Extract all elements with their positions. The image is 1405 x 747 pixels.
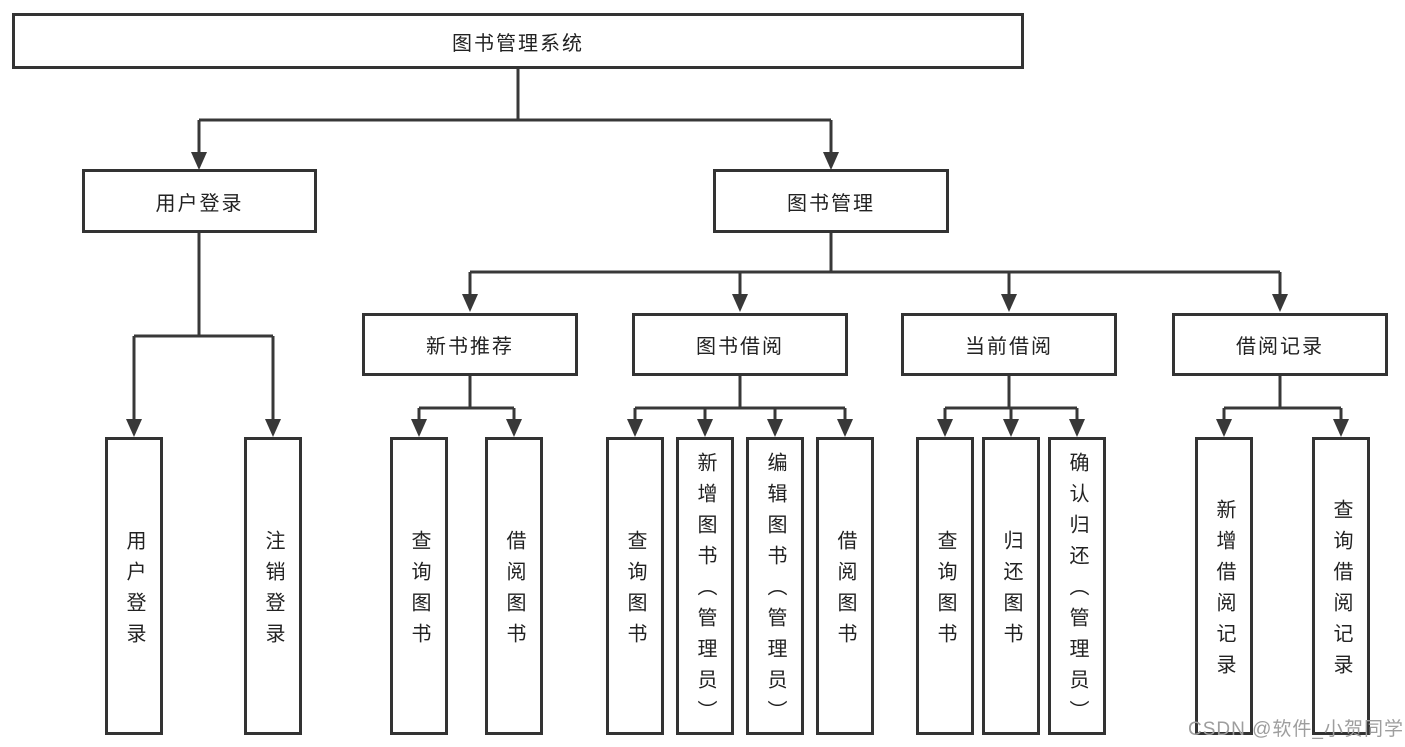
arrow-down-icon <box>1069 419 1085 437</box>
leaf-label: 查询借阅记录 <box>1330 498 1352 685</box>
arrow-down-icon <box>1003 419 1019 437</box>
node-book-management: 图书管理 <box>713 169 949 233</box>
node-borrow-record: 借阅记录 <box>1172 313 1388 376</box>
leaf-user-login: 用户登录 <box>105 437 163 735</box>
node-new-book-recommend: 新书推荐 <box>362 313 578 376</box>
leaf-record-add-record: 新增借阅记录 <box>1195 437 1253 735</box>
connector-path <box>132 69 1343 420</box>
node-root: 图书管理系统 <box>12 13 1024 69</box>
arrow-down-icon <box>462 294 478 312</box>
node-current-borrow: 当前借阅 <box>901 313 1117 376</box>
leaf-label: 注销登录 <box>262 529 284 654</box>
leaf-newbook-borrow-book: 借阅图书 <box>485 437 543 735</box>
arrow-down-icon <box>937 419 953 437</box>
leaf-label: 查询图书 <box>408 529 430 654</box>
leaf-label: 用户登录 <box>123 529 145 654</box>
arrow-down-icon <box>1333 419 1349 437</box>
arrow-down-icon <box>506 419 522 437</box>
arrow-down-icon <box>411 419 427 437</box>
arrow-down-icon <box>697 419 713 437</box>
leaf-label: 借阅图书 <box>503 529 525 654</box>
arrow-down-icon <box>767 419 783 437</box>
arrow-down-icon <box>732 294 748 312</box>
leaf-label: 归还图书 <box>1000 529 1022 654</box>
leaf-label: 查询图书 <box>934 529 956 654</box>
arrow-down-icon <box>823 152 839 170</box>
node-user-login: 用户登录 <box>82 169 317 233</box>
leaf-borrow-edit-book-admin: 编辑图书（管理员） <box>746 437 804 735</box>
arrow-down-icon <box>627 419 643 437</box>
leaf-label: 查询图书 <box>624 529 646 654</box>
leaf-current-confirm-return-admin: 确认归还（管理员） <box>1048 437 1106 735</box>
arrow-down-icon <box>191 152 207 170</box>
leaf-current-query-book: 查询图书 <box>916 437 974 735</box>
arrow-down-icon <box>265 419 281 437</box>
leaf-label: 编辑图书（管理员） <box>764 452 786 731</box>
leaf-label: 借阅图书 <box>834 529 856 654</box>
leaf-borrow-query-book: 查询图书 <box>606 437 664 735</box>
leaf-label: 确认归还（管理员） <box>1066 452 1088 731</box>
leaf-newbook-query-book: 查询图书 <box>390 437 448 735</box>
leaf-borrow-add-book-admin: 新增图书（管理员） <box>676 437 734 735</box>
arrow-down-icon <box>1216 419 1232 437</box>
node-book-borrow: 图书借阅 <box>632 313 848 376</box>
leaf-record-query-record: 查询借阅记录 <box>1312 437 1370 735</box>
arrow-down-icon <box>837 419 853 437</box>
leaf-label: 新增图书（管理员） <box>694 452 716 731</box>
leaf-logout: 注销登录 <box>244 437 302 735</box>
arrow-down-icon <box>126 419 142 437</box>
leaf-label: 新增借阅记录 <box>1213 498 1235 685</box>
arrow-down-icon <box>1272 294 1288 312</box>
csdn-watermark: CSDN @软件_小贺同学 <box>1188 719 1404 740</box>
leaf-borrow-borrow-book: 借阅图书 <box>816 437 874 735</box>
leaf-current-return-book: 归还图书 <box>982 437 1040 735</box>
arrow-down-icon <box>1001 294 1017 312</box>
